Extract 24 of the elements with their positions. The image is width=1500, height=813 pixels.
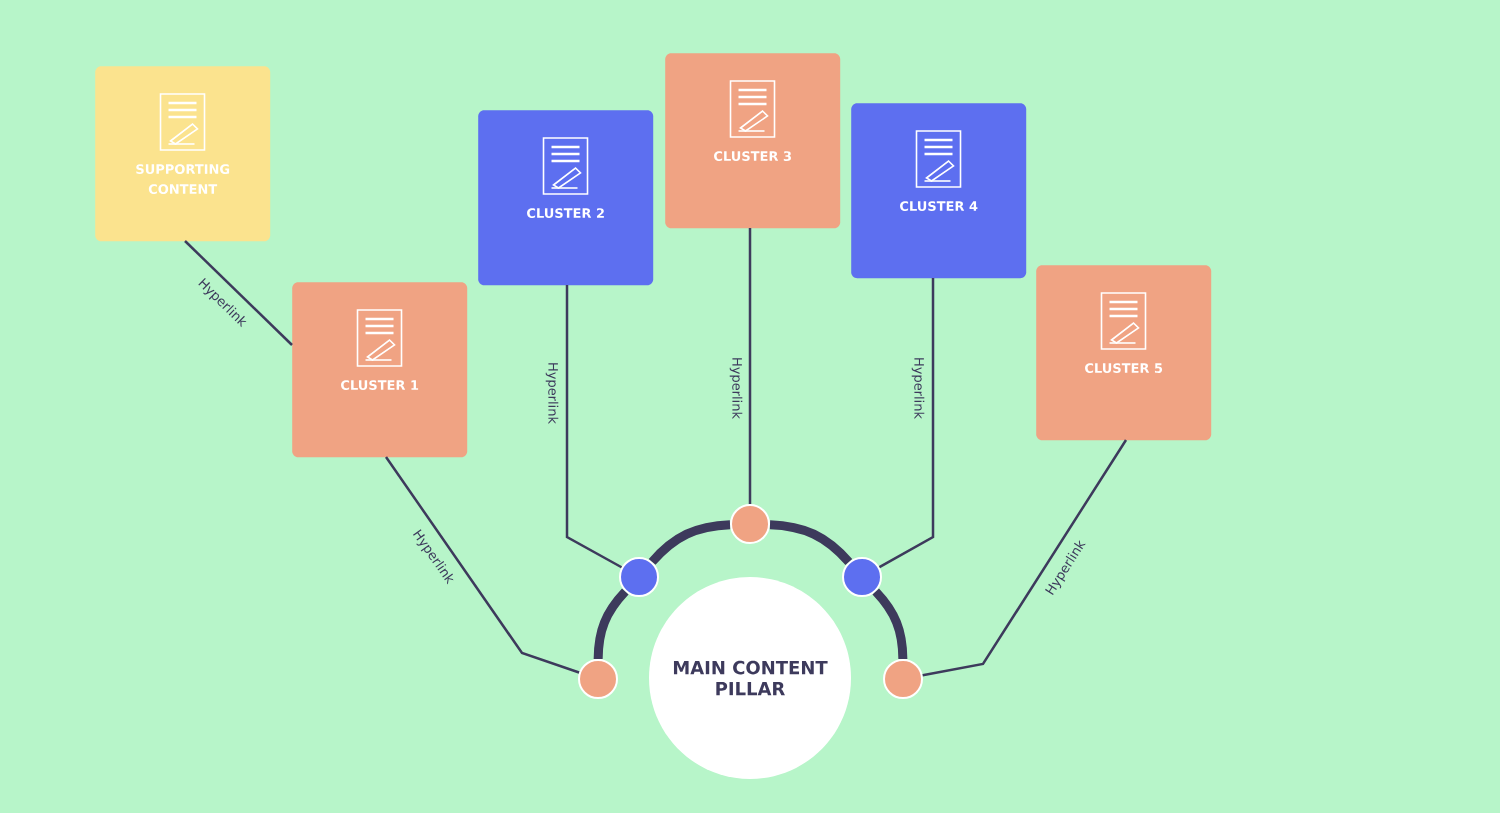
connector-line [878,278,935,569]
connector-line [385,456,580,674]
arc-segment [769,520,853,565]
connector-line [922,439,1128,677]
cluster-box: SUPPORTING CONTENT [95,66,271,242]
connector-line [184,240,293,346]
edge-label: Hyperlink [911,358,925,419]
edge-label: Hyperlink [545,363,559,424]
connector-line [565,285,623,569]
cluster-box: CLUSTER 5 [1036,265,1212,441]
cluster-box: CLUSTER 4 [851,103,1027,279]
cluster-box: CLUSTER 1 [292,282,468,458]
link-dot [730,504,770,544]
arc-segment [593,588,629,660]
cluster-box: CLUSTER 2 [478,110,654,286]
cluster-box: CLUSTER 3 [665,53,841,229]
link-dot [619,557,659,597]
connector-line [748,228,752,504]
link-dot [842,557,882,597]
arc-segment [872,588,908,660]
link-dot [578,659,618,699]
edge-label: Hyperlink [729,358,743,419]
arc-segment [648,520,731,565]
link-dot [883,659,923,699]
